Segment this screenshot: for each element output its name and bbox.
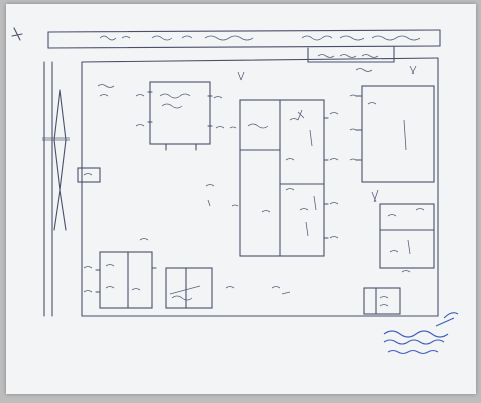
corner-tick-mark bbox=[11, 27, 23, 41]
label-scribble-c bbox=[355, 68, 373, 72]
header-scribble-text bbox=[99, 35, 421, 58]
room-right-lower bbox=[371, 189, 435, 269]
small-mark-top bbox=[237, 71, 245, 81]
room-right-large bbox=[349, 85, 435, 183]
header-frame bbox=[47, 29, 441, 63]
room-bottom-right bbox=[363, 270, 411, 315]
room-a bbox=[135, 81, 225, 151]
small-mark-right bbox=[409, 65, 417, 75]
left-road bbox=[42, 61, 101, 317]
central-building bbox=[229, 99, 339, 257]
room-bottom-left bbox=[83, 238, 157, 309]
signature-stamp bbox=[383, 312, 459, 355]
paper-sheet bbox=[6, 4, 476, 394]
label-scribble-a bbox=[97, 84, 115, 97]
plot-boundary bbox=[81, 57, 439, 317]
room-bottom-center bbox=[165, 267, 291, 309]
label-scribble-b bbox=[205, 184, 215, 207]
